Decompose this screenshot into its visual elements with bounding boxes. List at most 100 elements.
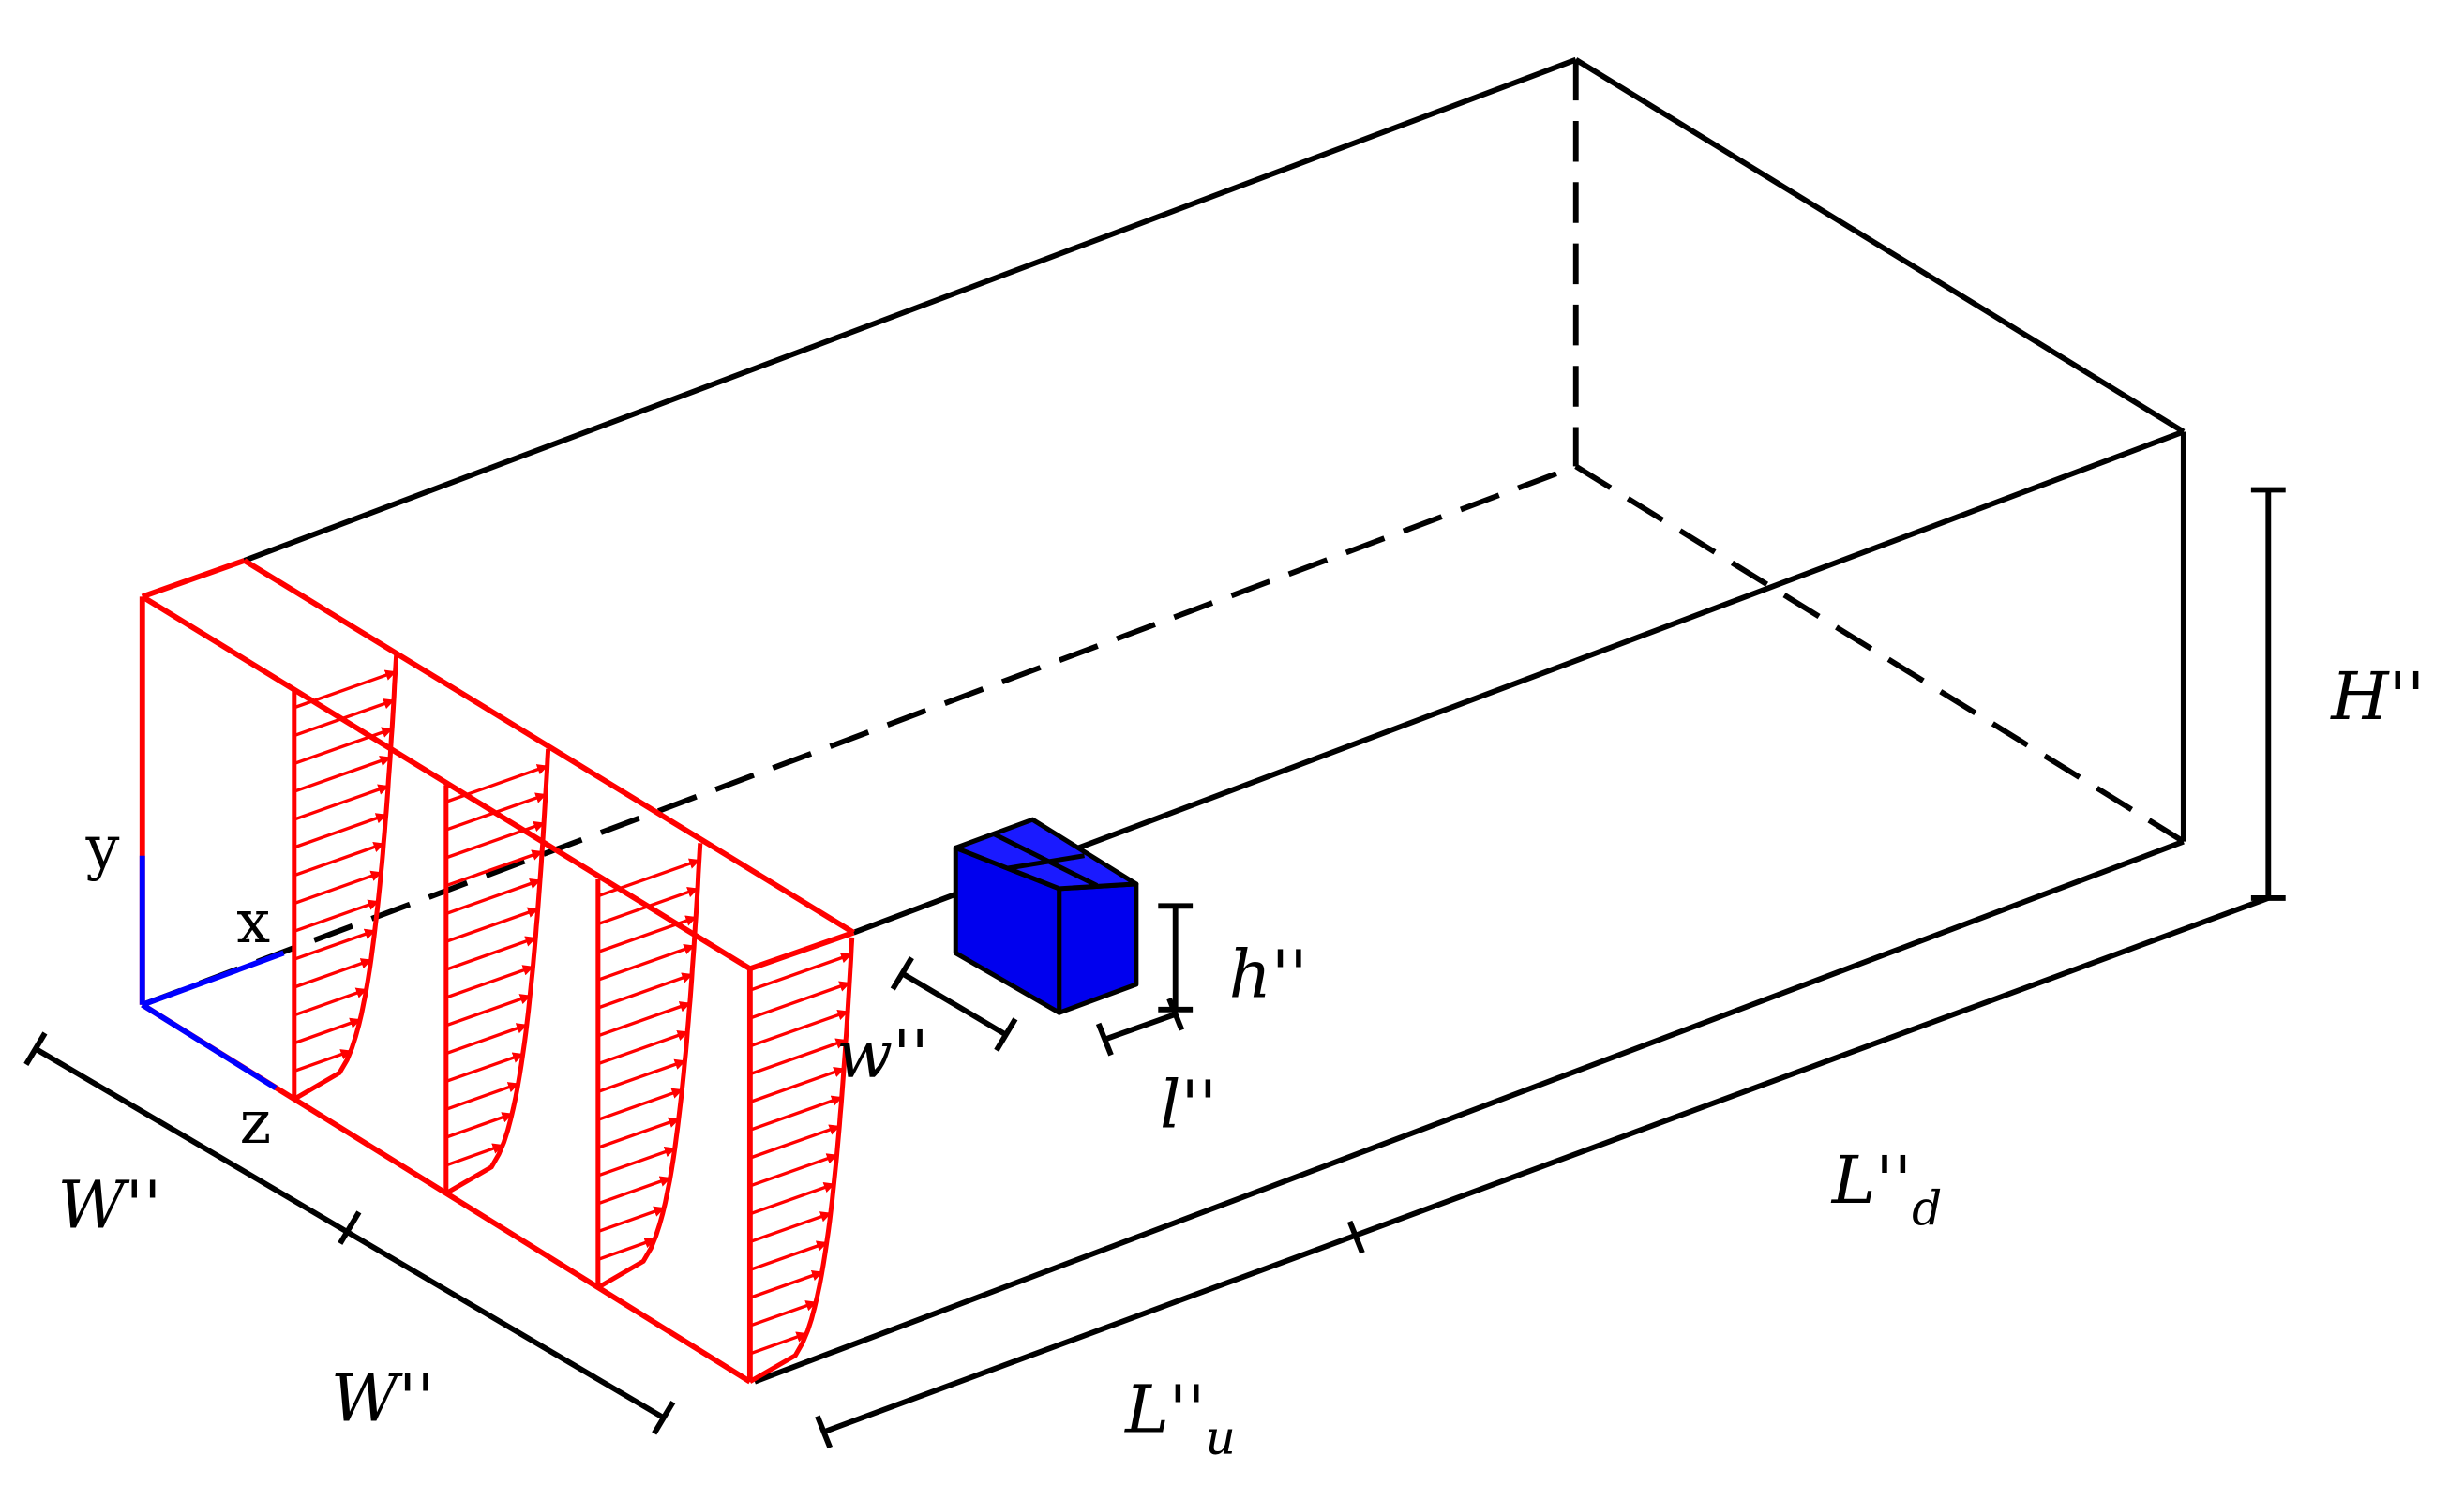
velocity-arrow — [293, 1049, 353, 1073]
velocity-arrow — [445, 994, 532, 1028]
velocity-arrow — [445, 1082, 519, 1111]
profile-curve — [293, 654, 399, 1102]
obstacle-cube — [953, 817, 1139, 1015]
velocity-arrow — [445, 936, 537, 971]
y-axis-label: y — [84, 814, 119, 883]
velocity-arrow — [597, 943, 696, 982]
velocity-arrow — [597, 1058, 686, 1094]
profile-curve — [596, 843, 703, 1290]
dimension-tick — [1166, 998, 1185, 1031]
velocity-arrow — [749, 1124, 841, 1160]
velocity-arrow — [749, 1095, 843, 1132]
inflow-edge — [243, 558, 855, 936]
dimension-tick — [1346, 1220, 1365, 1254]
dimension-tick — [815, 1415, 834, 1449]
velocity-arrow — [749, 1153, 838, 1188]
profile-curve — [748, 937, 855, 1384]
domain-hidden-edge — [141, 463, 1577, 1008]
x-axis-label: x — [236, 888, 270, 957]
velocity-arrow — [597, 1088, 684, 1121]
x-axis-line — [141, 950, 285, 1008]
velocity-arrow — [749, 1269, 823, 1299]
dimension-tick — [994, 1017, 1018, 1052]
velocity-arrow — [445, 1143, 504, 1167]
velocity-arrow — [445, 792, 548, 832]
velocity-arrow — [749, 1240, 828, 1272]
dimension-tick — [1095, 1022, 1114, 1057]
inflow-edge — [748, 929, 855, 972]
velocity-arrow — [749, 1066, 846, 1104]
velocity-arrow — [749, 1182, 835, 1216]
coordinate-axes — [139, 855, 285, 1091]
dimension-tick — [890, 956, 914, 991]
cube-width-dimension — [900, 970, 1008, 1038]
width-label-1: W'' — [57, 1167, 161, 1244]
velocity-arrow — [293, 784, 390, 821]
velocity-arrow — [445, 907, 539, 943]
cube-length-dimension — [1104, 1012, 1177, 1043]
velocity-arrow — [597, 1029, 689, 1066]
velocity-arrow — [293, 987, 368, 1017]
cube-height-label: h'' — [1229, 936, 1308, 1013]
dimension-lines — [23, 487, 2286, 1449]
z-axis-label: z — [240, 1088, 272, 1158]
velocity-arrow — [293, 756, 392, 793]
velocity-arrow — [749, 1300, 818, 1328]
cube-length-label: l'' — [1160, 1066, 1217, 1143]
velocity-arrow — [597, 915, 698, 953]
velocity-arrow — [293, 698, 395, 738]
downstream-length-label: L''d — [1830, 1142, 1943, 1236]
z-axis-line — [141, 1002, 278, 1091]
velocity-arrow — [445, 1112, 514, 1139]
velocity-arrow — [749, 1009, 849, 1048]
dimension-tick — [23, 1031, 48, 1066]
velocity-arrow — [445, 1023, 528, 1056]
velocity-arrow — [597, 972, 694, 1010]
velocity-arrow — [293, 958, 372, 989]
inflow-edge — [141, 558, 246, 600]
velocity-arrow — [293, 928, 376, 961]
velocity-arrow — [445, 821, 546, 860]
domain-hidden-edge — [1574, 463, 2186, 845]
velocity-arrow — [749, 1038, 848, 1076]
cube-width-label: w'' — [836, 1016, 929, 1093]
velocity-arrow — [749, 953, 852, 992]
velocity-arrow — [597, 1206, 666, 1234]
velocity-arrow — [445, 878, 542, 916]
velocity-arrow — [597, 1001, 691, 1038]
velocity-arrow — [597, 887, 699, 926]
velocity-arrow — [293, 813, 387, 849]
velocity-arrow — [445, 1052, 524, 1084]
domain-edge — [243, 56, 1577, 563]
velocity-arrow — [597, 1238, 656, 1261]
velocity-arrow — [597, 1117, 680, 1149]
length-dimension-line — [822, 895, 2270, 1435]
dimension-tick — [338, 1210, 362, 1245]
width-dimension-line — [34, 1046, 666, 1420]
cube-side-face — [1057, 881, 1139, 1015]
cube-top-divider — [992, 832, 1099, 888]
velocity-arrow — [445, 849, 544, 888]
velocity-arrow — [293, 899, 380, 933]
velocity-arrow — [597, 858, 700, 898]
velocity-arrow — [293, 1017, 362, 1045]
velocity-arrow — [445, 764, 548, 803]
velocity-arrow — [293, 870, 383, 906]
velocity-arrow — [749, 981, 851, 1020]
velocity-arrow — [293, 669, 397, 710]
velocity-profiles — [292, 654, 855, 1384]
height-label: H'' — [2329, 658, 2425, 735]
inflow-plane — [139, 558, 855, 1385]
domain-edge — [753, 838, 2185, 1385]
velocity-arrow — [597, 1147, 676, 1178]
velocity-arrow — [749, 1211, 832, 1244]
velocity-arrow — [597, 1176, 671, 1206]
width-label-2: W'' — [331, 1360, 435, 1437]
dimension-tick — [652, 1400, 676, 1435]
velocity-arrow — [749, 1331, 808, 1356]
velocity-arrow — [293, 727, 394, 765]
domain-edge — [1574, 57, 2186, 435]
velocity-arrow — [445, 965, 534, 999]
velocity-arrow — [293, 841, 385, 878]
